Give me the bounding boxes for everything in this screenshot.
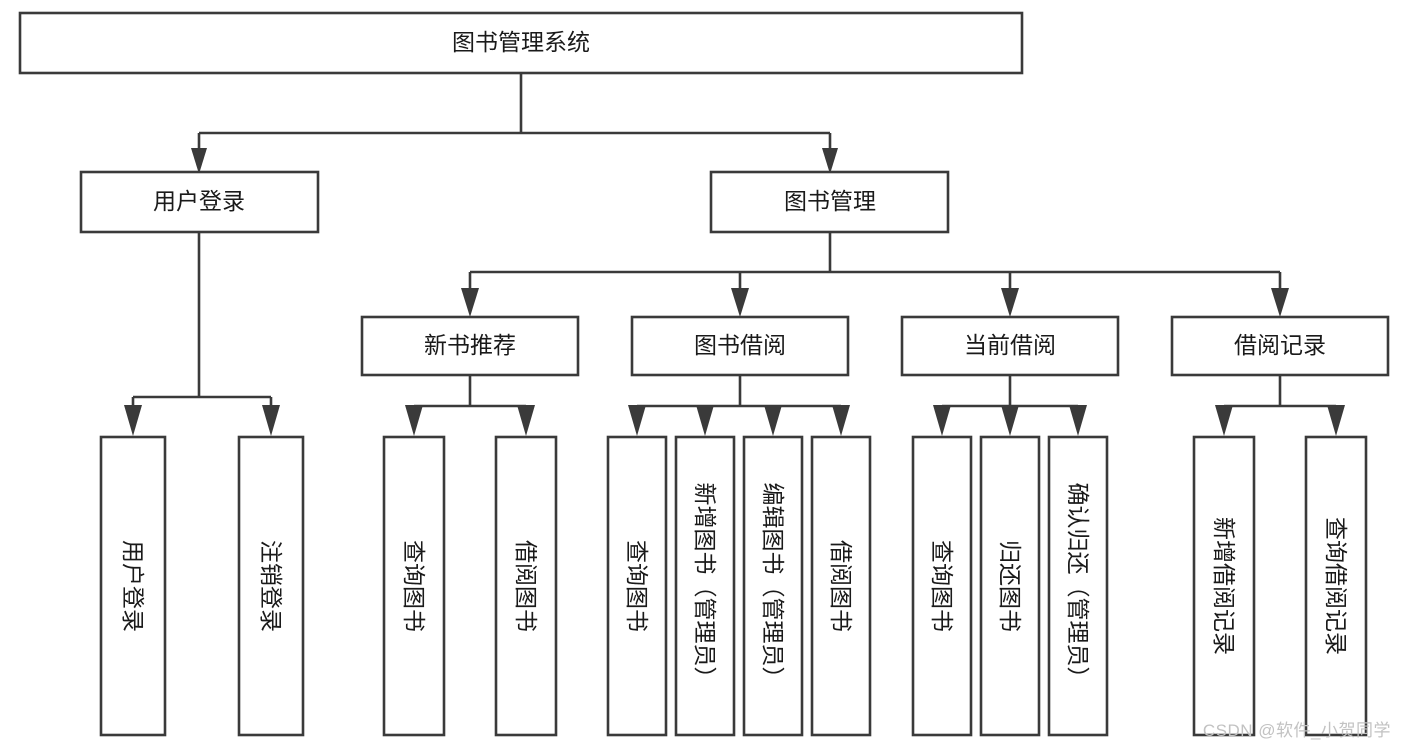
leaf-return-book-box[interactable]: [979, 435, 1041, 737]
connector-borrowrecord-to-leaves: [1222, 375, 1338, 416]
node-root-box[interactable]: [18, 11, 1024, 75]
leaf-add-book-box[interactable]: [674, 435, 736, 737]
leaf-logout-login[interactable]: 注销登录: [237, 435, 305, 737]
connector-newbook-to-leaves: [412, 375, 528, 416]
leaf-user-login-label: 用户登录: [120, 540, 146, 632]
arrow-head-user-login: [191, 148, 207, 174]
connector-layer: [124, 73, 1345, 436]
node-borrow-record-box[interactable]: [1170, 315, 1390, 377]
arrow-head-new-book-recommend: [461, 288, 479, 317]
arrow-head-leaf-query-book-3: [933, 405, 951, 436]
node-root-label: 图书管理系统: [452, 29, 590, 55]
arrow-head-leaf-user-login: [124, 405, 142, 436]
node-borrow-record-label: 借阅记录: [1234, 332, 1326, 358]
node-current-borrow[interactable]: 当前借阅: [900, 315, 1120, 377]
leaf-borrow-book-1-label: 借阅图书: [513, 540, 539, 632]
node-book-management[interactable]: 图书管理: [709, 170, 950, 234]
leaf-query-borrow-record-label: 查询借阅记录: [1323, 517, 1349, 655]
leaf-borrow-book-1[interactable]: 借阅图书: [494, 435, 558, 737]
arrow-head-book-borrow: [731, 288, 749, 317]
node-book-management-box[interactable]: [709, 170, 950, 234]
leaf-edit-book-label: 编辑图书（管理员）: [760, 483, 786, 690]
leaf-logout-login-label: 注销登录: [258, 540, 284, 632]
leaf-query-borrow-record-box[interactable]: [1304, 435, 1368, 737]
leaf-add-book-label: 新增图书（管理员）: [692, 483, 718, 690]
leaf-borrow-book-2-box[interactable]: [810, 435, 872, 737]
leaf-query-book-1[interactable]: 查询图书: [382, 435, 446, 737]
arrow-head-leaf-edit-book: [764, 405, 782, 436]
leaf-query-book-2-label: 查询图书: [624, 540, 650, 632]
node-new-book-recommend-box[interactable]: [360, 315, 580, 377]
leaf-logout-login-box[interactable]: [237, 435, 305, 737]
arrow-head-leaf-add-borrow-record: [1215, 405, 1233, 436]
leaf-add-borrow-record-box[interactable]: [1192, 435, 1256, 737]
node-current-borrow-box[interactable]: [900, 315, 1120, 377]
arrow-head-leaf-query-book-2: [628, 405, 646, 436]
node-new-book-recommend-label: 新书推荐: [424, 332, 516, 358]
leaf-user-login-box[interactable]: [99, 435, 167, 737]
leaf-query-book-3-label: 查询图书: [929, 540, 955, 632]
leaf-query-borrow-record[interactable]: 查询借阅记录: [1304, 435, 1368, 737]
arrow-head-book-management: [822, 148, 838, 174]
node-user-login[interactable]: 用户登录: [79, 170, 320, 234]
leaf-borrow-book-1-box[interactable]: [494, 435, 558, 737]
arrow-head-current-borrow: [1001, 288, 1019, 317]
arrow-head-leaf-borrow-book-1: [517, 405, 535, 436]
leaf-confirm-return-label: 确认归还（管理员）: [1065, 483, 1091, 690]
node-borrow-record[interactable]: 借阅记录: [1170, 315, 1390, 377]
leaf-query-book-2-box[interactable]: [606, 435, 668, 737]
leaf-query-book-2[interactable]: 查询图书: [606, 435, 668, 737]
leaf-edit-book-box[interactable]: [742, 435, 804, 737]
node-current-borrow-label: 当前借阅: [964, 332, 1056, 358]
node-book-borrow-box[interactable]: [630, 315, 850, 377]
arrow-head-leaf-return-book: [1001, 405, 1019, 436]
connector-userlogin-to-leaves: [131, 232, 273, 416]
leaf-user-login[interactable]: 用户登录: [99, 435, 167, 737]
leaf-add-borrow-record-label: 新增借阅记录: [1211, 517, 1237, 655]
leaf-edit-book[interactable]: 编辑图书（管理员）: [742, 435, 804, 737]
arrow-head-leaf-query-book-1: [405, 405, 423, 436]
arrow-head-leaf-confirm-return: [1069, 405, 1087, 436]
node-book-borrow-label: 图书借阅: [694, 332, 786, 358]
connector-bookborrow-to-leaves: [635, 375, 843, 416]
leaf-add-book[interactable]: 新增图书（管理员）: [674, 435, 736, 737]
leaf-borrow-book-2[interactable]: 借阅图书: [810, 435, 872, 737]
node-book-borrow[interactable]: 图书借阅: [630, 315, 850, 377]
arrow-head-leaf-add-book: [696, 405, 714, 436]
leaf-confirm-return[interactable]: 确认归还（管理员）: [1047, 435, 1109, 737]
leaf-query-book-1-box[interactable]: [382, 435, 446, 737]
leaf-confirm-return-box[interactable]: [1047, 435, 1109, 737]
leaf-query-book-3-box[interactable]: [911, 435, 973, 737]
node-new-book-recommend[interactable]: 新书推荐: [360, 315, 580, 377]
leaf-borrow-book-2-label: 借阅图书: [828, 540, 854, 632]
arrow-head-borrow-record: [1271, 288, 1289, 317]
connector-root-to-level2: [197, 73, 832, 160]
leaf-query-book-3[interactable]: 查询图书: [911, 435, 973, 737]
leaf-query-book-1-label: 查询图书: [401, 540, 427, 632]
arrow-head-leaf-logout-login: [262, 405, 280, 436]
arrow-head-leaf-borrow-book-2: [832, 405, 850, 436]
node-user-login-label: 用户登录: [153, 188, 245, 214]
leaf-add-borrow-record[interactable]: 新增借阅记录: [1192, 435, 1256, 737]
node-book-management-label: 图书管理: [784, 188, 876, 214]
leaf-return-book-label: 归还图书: [997, 540, 1023, 632]
arrow-head-leaf-query-borrow-record: [1327, 405, 1345, 436]
node-user-login-box[interactable]: [79, 170, 320, 234]
leaf-return-book[interactable]: 归还图书: [979, 435, 1041, 737]
node-root[interactable]: 图书管理系统: [18, 11, 1024, 75]
connector-bookmgmt-to-level3: [468, 232, 1282, 292]
